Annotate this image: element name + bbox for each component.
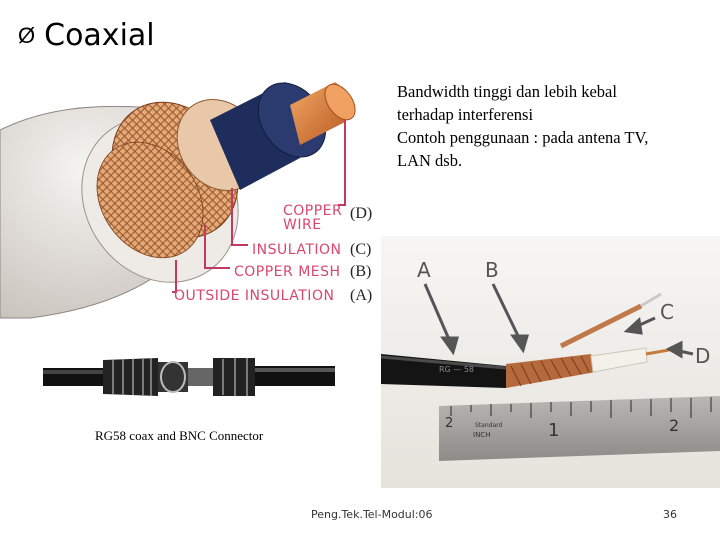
- description-line: LAN dsb.: [397, 151, 463, 170]
- slide-heading: Ø Coaxial: [18, 18, 155, 53]
- slide-title: Coaxial: [44, 18, 155, 53]
- ruler-text: Standard: [475, 422, 503, 429]
- label-outside-insulation: OUTSIDE INSULATION: [174, 288, 335, 304]
- label-copper-wire: COPPER: [283, 203, 343, 219]
- page-number: 36: [663, 508, 677, 521]
- bullet-arrow-icon: Ø: [18, 22, 36, 48]
- photo-label-c: C: [660, 300, 674, 324]
- bnc-connector-drawing: [43, 358, 335, 396]
- photo-label-b: B: [485, 258, 499, 282]
- photo-label-d: D: [695, 344, 711, 368]
- coax-cutaway-illustration: [0, 82, 356, 319]
- label-copper-mesh: COPPER MESH: [234, 264, 341, 280]
- bnc-caption: RG58 coax and BNC Connector: [95, 428, 264, 443]
- description-block: Bandwidth tinggi dan lebih kebal terhada…: [397, 80, 717, 172]
- description-line: Bandwidth tinggi dan lebih kebal: [397, 82, 617, 101]
- footer-text: Peng.Tek.Tel-Modul:06: [311, 508, 433, 521]
- photo-label-a: A: [417, 258, 431, 282]
- coax-cutaway-diagram: COPPER WIRE INSULATION COPPER MESH OUTSI…: [0, 60, 380, 320]
- description-line: terhadap interferensi: [397, 105, 534, 124]
- letter-a: (A): [350, 287, 373, 304]
- ruler-number: 2: [669, 416, 680, 435]
- label-copper-wire: WIRE: [283, 217, 322, 233]
- letter-c: (C): [350, 241, 372, 258]
- description-line: Contoh penggunaan : pada antena TV,: [397, 128, 649, 147]
- stripped-coax-photo: [380, 236, 720, 488]
- ruler-number: 1: [548, 420, 560, 441]
- label-insulation: INSULATION: [252, 242, 342, 258]
- ruler-number: 2: [445, 416, 454, 431]
- coax-photo: A B C D RG — 58 Standard INCH 2 1 2: [380, 236, 720, 488]
- letter-b: (B): [350, 263, 372, 280]
- ruler-text: INCH: [473, 431, 491, 439]
- letter-d: (D): [350, 205, 373, 222]
- cable-print: RG — 58: [439, 365, 475, 374]
- bnc-connector-illustration: [38, 340, 338, 420]
